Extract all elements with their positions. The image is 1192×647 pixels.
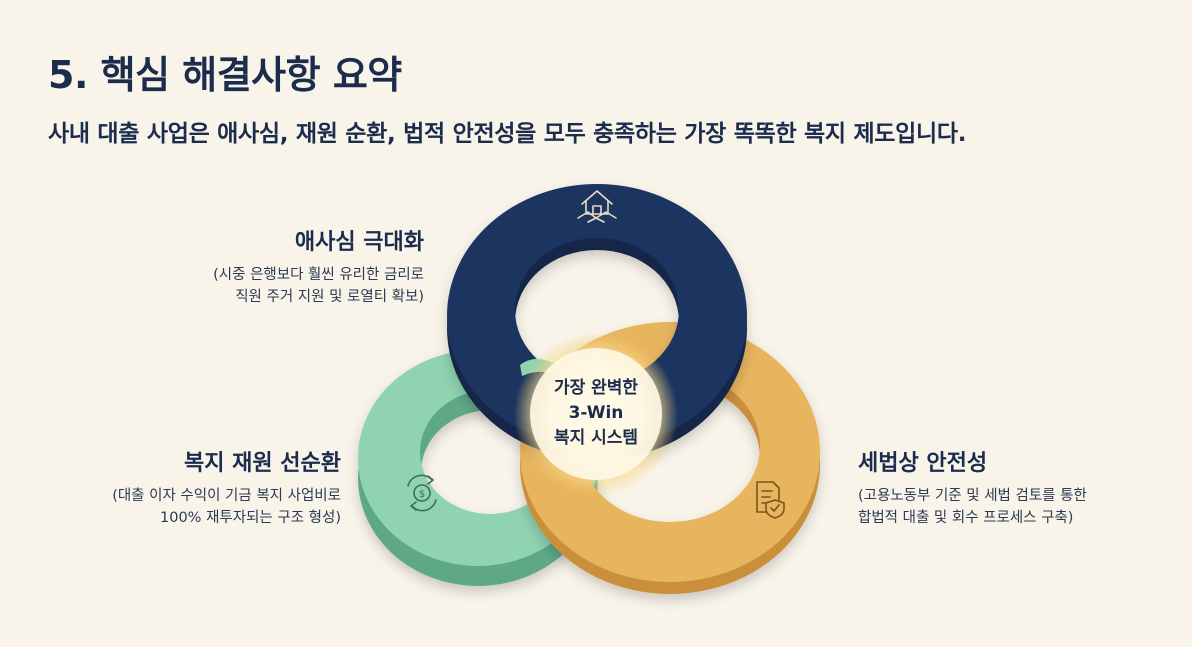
document-shield-icon: [756, 481, 785, 519]
label-tax-safety: 세법상 안전성 (고용노동부 기준 및 세법 검토를 통한 합법적 대출 및 회…: [858, 445, 1087, 529]
center-line-1: 가장 완벽한: [553, 378, 639, 398]
label-tax-safety-desc-2: 합법적 대출 및 회수 프로세스 구축): [858, 510, 1074, 526]
label-tax-safety-title: 세법상 안전성: [858, 451, 988, 476]
money-cycle-icon: $: [407, 474, 437, 512]
label-loyalty-desc-1: (시중 은행보다 훨씬 유리한 금리로: [213, 267, 424, 283]
center-label: 가장 완벽한 3-Win 복지 시스템: [526, 376, 666, 451]
label-fund-cycle-title: 복지 재원 선순환: [184, 451, 341, 476]
label-fund-cycle: 복지 재원 선순환 (대출 이자 수익이 기금 복지 사업비로 100% 재투자…: [112, 445, 341, 529]
center-line-3: 복지 시스템: [553, 428, 639, 448]
center-line-2: 3-Win: [568, 403, 624, 423]
center-disc: [530, 348, 662, 480]
label-loyalty-title: 애사심 극대화: [294, 230, 424, 255]
page-subtitle: 사내 대출 사업은 애사심, 재원 순환, 법적 안전성을 모두 충족하는 가장…: [48, 121, 967, 147]
label-fund-cycle-desc-2: 100% 재투자되는 구조 형성): [160, 510, 341, 526]
label-fund-cycle-desc-1: (대출 이자 수익이 기금 복지 사업비로: [112, 488, 341, 504]
label-tax-safety-desc-1: (고용노동부 기준 및 세법 검토를 통한: [858, 488, 1087, 504]
house-handshake-icon: [577, 190, 617, 223]
label-loyalty: 애사심 극대화 (시중 은행보다 훨씬 유리한 금리로 직원 주거 지원 및 로…: [213, 224, 424, 308]
svg-text:$: $: [419, 489, 425, 500]
label-loyalty-desc-2: 직원 주거 지원 및 로열티 확보): [235, 289, 424, 305]
page-title: 5. 핵심 해결사항 요약: [48, 53, 402, 97]
